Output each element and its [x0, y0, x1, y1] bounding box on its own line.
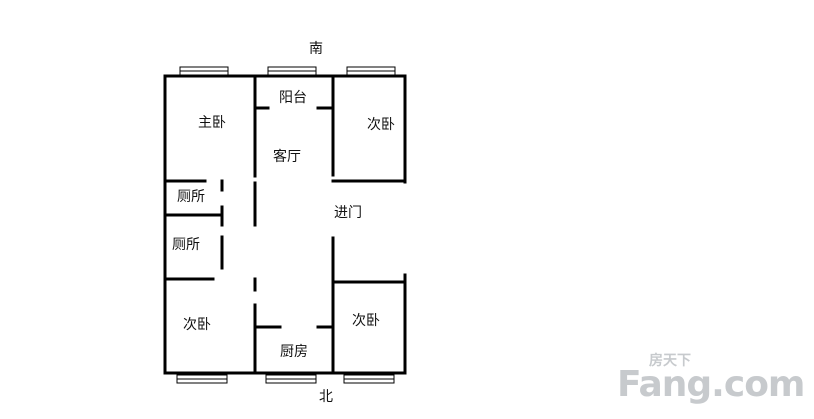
window-bedroom-se-north: [343, 374, 395, 384]
room-label-toilet-lower: 厕所: [172, 237, 200, 253]
room-label-entrance: 进门: [334, 205, 362, 221]
room-label-living-room: 客厅: [273, 149, 301, 165]
room-label-balcony: 阳台: [279, 90, 307, 106]
window-master-south: [179, 66, 229, 76]
room-label-kitchen: 厨房: [280, 344, 308, 360]
room-label-toilet-upper: 厕所: [177, 189, 205, 205]
window-bedroom-ne-south: [346, 66, 396, 76]
window-balcony-south: [267, 66, 317, 76]
room-label-bedroom-ne: 次卧: [367, 117, 395, 133]
compass-south-label: 南: [309, 41, 323, 57]
watermark-logo: 房天下 Fang.com: [617, 352, 807, 408]
room-label-bedroom-se: 次卧: [352, 313, 380, 329]
window-bedroom-sw-north: [176, 374, 228, 384]
watermark-cn: 房天下: [649, 353, 691, 369]
room-label-master-bedroom: 主卧: [198, 115, 226, 131]
watermark-word: Fang.com: [617, 364, 805, 405]
room-label-bedroom-sw: 次卧: [183, 317, 211, 333]
compass-north-label: 北: [319, 389, 333, 405]
window-kitchen-north: [265, 374, 317, 384]
